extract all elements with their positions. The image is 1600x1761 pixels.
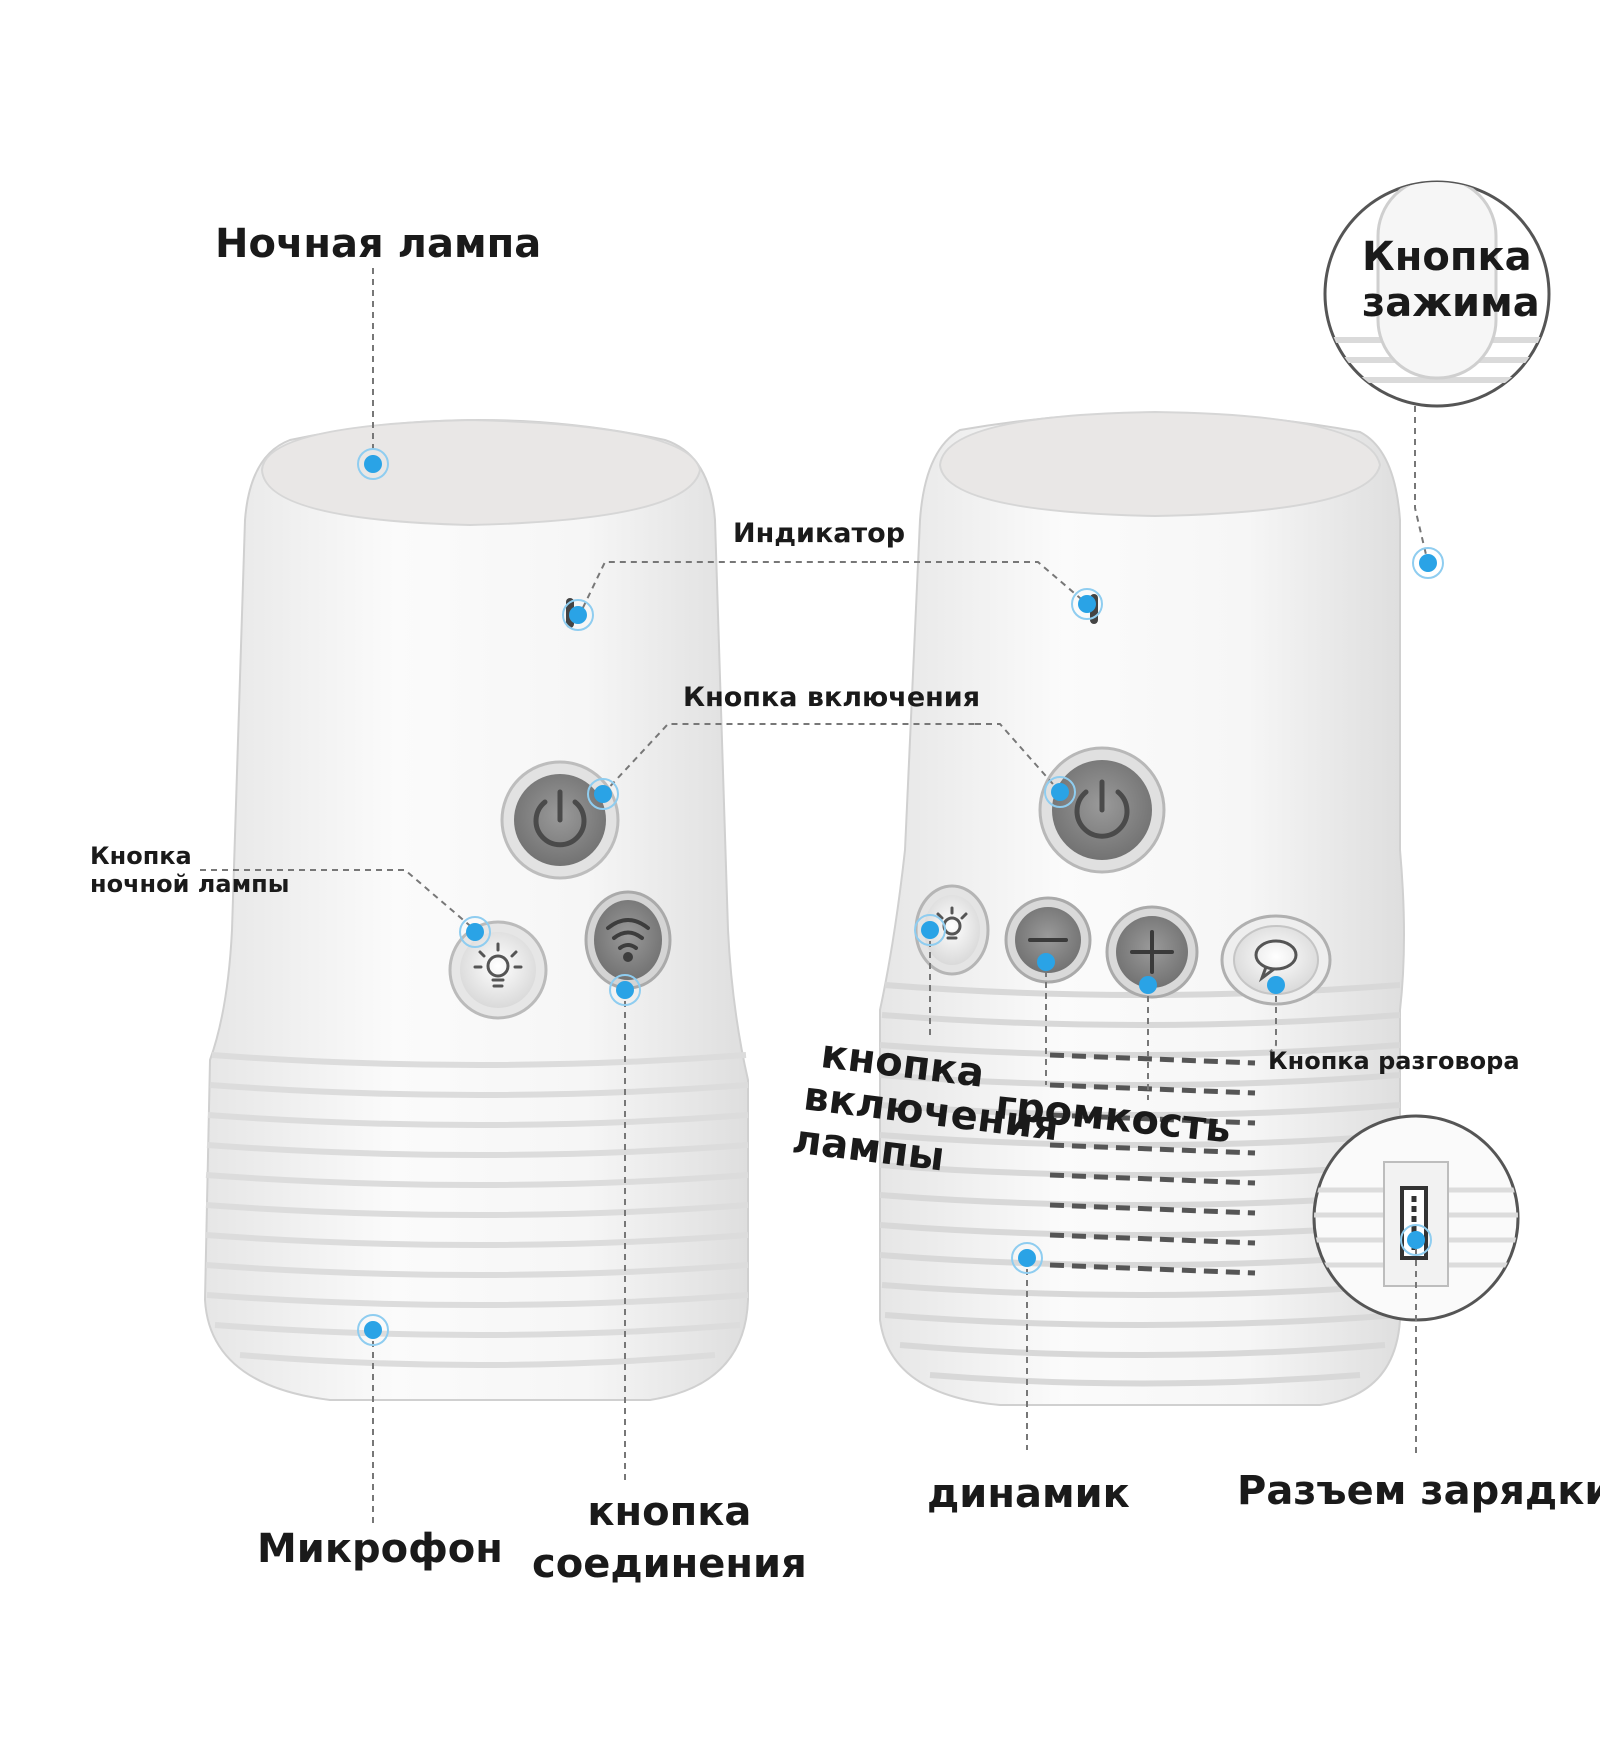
dot-speaker <box>1018 1249 1036 1267</box>
left-night-lamp-button[interactable] <box>448 920 548 1020</box>
dot-charging <box>1407 1231 1425 1249</box>
label-speaker: динамик <box>927 1471 1130 1517</box>
callout-dots <box>364 455 1437 1339</box>
power-icon <box>533 789 587 848</box>
right-device <box>879 410 1405 1406</box>
dot-night-lamp-button <box>466 923 484 941</box>
talk-button[interactable] <box>1220 914 1332 1006</box>
plus-icon <box>1130 930 1174 974</box>
dot-microphone <box>364 1321 382 1339</box>
dot-talk <box>1267 976 1285 994</box>
label-pairing-button: кнопка соединения <box>532 1489 807 1587</box>
left-device <box>203 418 749 1401</box>
label-night-lamp: Ночная лампа <box>215 221 542 267</box>
charging-port-inset <box>1312 1114 1520 1322</box>
dot-volume-plus <box>1139 976 1157 994</box>
left-pairing-button[interactable] <box>584 890 672 990</box>
dot-night-lamp <box>364 455 382 473</box>
label-microphone: Микрофон <box>257 1526 503 1572</box>
left-speaker-ribs <box>205 1052 749 1368</box>
leader-lines <box>200 268 1429 1525</box>
dot-volume-minus <box>1037 953 1055 971</box>
clip-icon <box>1376 182 1498 380</box>
dot-pairing <box>616 981 634 999</box>
volume-plus-button[interactable] <box>1105 905 1199 999</box>
dot-power-left <box>594 785 612 803</box>
clip-button-inset <box>1323 180 1551 408</box>
label-talk-button: Кнопка разговора <box>1268 1047 1520 1075</box>
light-bulb-icon <box>473 942 523 988</box>
dot-indicator-left <box>569 606 587 624</box>
label-night-lamp-button: Кнопка ночной лампы <box>90 842 290 898</box>
right-power-button[interactable] <box>1038 746 1166 874</box>
talk-icon <box>1254 939 1298 983</box>
dot-indicator-right <box>1078 595 1096 613</box>
dot-lamp-on <box>921 921 939 939</box>
dot-clip-button <box>1419 554 1437 572</box>
wifi-pair-icon <box>606 918 650 962</box>
label-clip-button: Кнопка зажима <box>1362 234 1540 326</box>
power-icon <box>1074 779 1130 839</box>
label-power-button: Кнопка включения <box>683 682 981 713</box>
dot-power-right <box>1051 783 1069 801</box>
volume-minus-button[interactable] <box>1004 896 1092 984</box>
right-grille-slots <box>1049 1052 1256 1276</box>
label-indicator: Индикатор <box>733 518 906 549</box>
label-charging-port: Разъем зарядки <box>1237 1468 1600 1514</box>
